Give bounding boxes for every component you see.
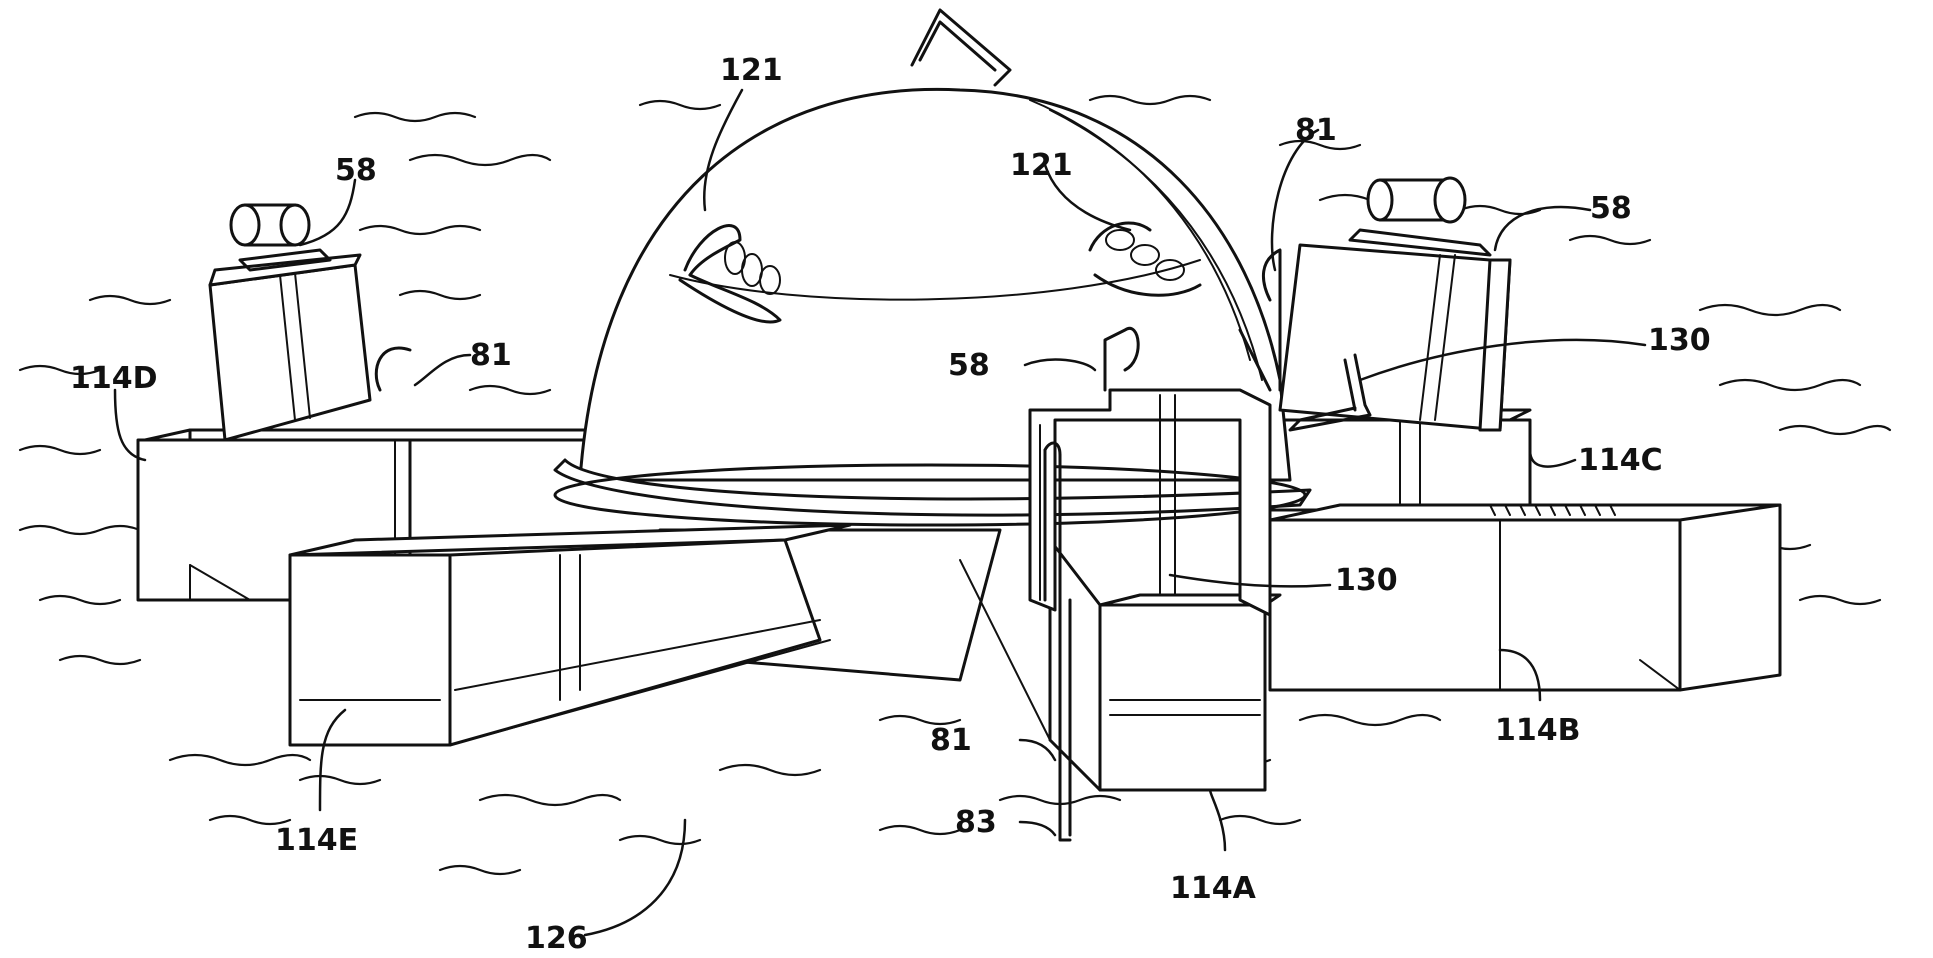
float-114a xyxy=(959,538,1282,792)
label-81-left: 81 xyxy=(470,338,512,373)
float-114e xyxy=(288,523,852,747)
label-83: 83 xyxy=(955,805,997,840)
label-81-front: 81 xyxy=(930,723,972,758)
camera-housing-left xyxy=(208,203,412,442)
label-114e: 114E xyxy=(275,823,358,858)
label-114b: 114B xyxy=(1495,713,1581,748)
label-81-top-right: 81 xyxy=(1295,113,1337,148)
label-114d: 114D xyxy=(70,361,158,396)
camera-housing-right xyxy=(1261,176,1512,432)
reference-labels: 121 121 58 58 58 81 81 81 114D 114C 114E… xyxy=(70,53,1711,956)
camera-housing-front xyxy=(1028,326,1272,617)
float-114b xyxy=(1268,503,1782,692)
label-58-right: 58 xyxy=(1590,191,1632,226)
label-114a: 114A xyxy=(1170,871,1257,906)
leader-lines xyxy=(113,88,1647,937)
sensor-probe xyxy=(1043,441,1072,842)
label-130-upper: 130 xyxy=(1648,323,1711,358)
label-58-front: 58 xyxy=(948,348,990,383)
label-114c: 114C xyxy=(1578,443,1663,478)
label-121-right: 121 xyxy=(1010,148,1073,183)
label-130-lower: 130 xyxy=(1335,563,1398,598)
label-121-left: 121 xyxy=(720,53,783,88)
label-126: 126 xyxy=(525,921,588,956)
label-58-left: 58 xyxy=(335,153,377,188)
